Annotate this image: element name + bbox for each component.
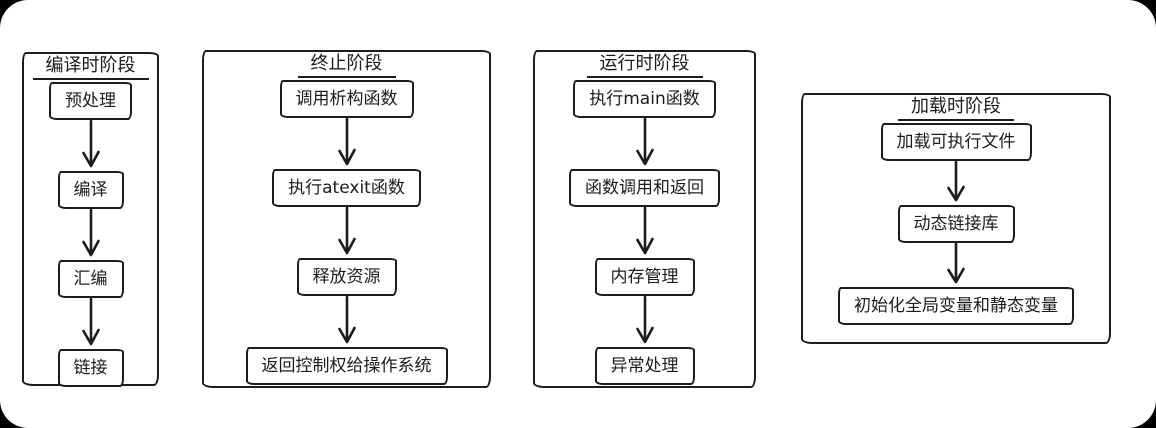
step-box: 内存管理 — [594, 258, 695, 296]
stage-group-runtime: 运行时阶段 执行main函数 函数调用和返回 内存管理 异常处理 — [533, 50, 756, 388]
step-box: 汇编 — [57, 260, 124, 298]
stage-group-compile-time: 编译时阶段 预处理 编译 汇编 链接 — [22, 52, 159, 387]
arrow-down-icon — [337, 118, 356, 166]
step-box: 初始化全局变量和静态变量 — [838, 287, 1074, 325]
step-box: 执行atexit函数 — [272, 169, 421, 207]
stage-title: 加载时阶段 — [898, 96, 1014, 121]
step-box: 加载可执行文件 — [880, 123, 1032, 161]
arrow-down-icon — [947, 161, 965, 202]
step-box: 异常处理 — [594, 347, 695, 385]
arrow-down-icon — [81, 120, 100, 168]
step-box: 执行main函数 — [573, 80, 716, 118]
step-box: 调用析构函数 — [279, 80, 414, 118]
stage-title: 编译时阶段 — [32, 55, 149, 80]
step-box: 链接 — [57, 349, 124, 387]
arrow-down-icon — [947, 243, 965, 284]
arrow-down-icon — [635, 118, 654, 166]
arrow-down-icon — [635, 207, 654, 255]
arrow-down-icon — [81, 298, 100, 346]
arrow-down-icon — [635, 296, 654, 344]
step-box: 编译 — [57, 171, 124, 209]
step-box: 动态链接库 — [897, 205, 1015, 243]
stage-title: 运行时阶段 — [586, 53, 703, 78]
stage-group-termination: 终止阶段 调用析构函数 执行atexit函数 释放资源 返回控制权给操作系统 — [202, 50, 491, 388]
arrow-down-icon — [81, 209, 100, 257]
step-box: 返回控制权给操作系统 — [245, 347, 448, 385]
arrow-down-icon — [337, 207, 356, 255]
arrow-down-icon — [337, 296, 356, 344]
stage-title: 终止阶段 — [297, 53, 396, 78]
step-box: 预处理 — [49, 82, 132, 120]
step-box: 释放资源 — [296, 258, 397, 296]
step-box: 函数调用和返回 — [569, 169, 720, 207]
stage-group-load-time: 加载时阶段 加载可执行文件 动态链接库 初始化全局变量和静态变量 — [801, 93, 1111, 344]
